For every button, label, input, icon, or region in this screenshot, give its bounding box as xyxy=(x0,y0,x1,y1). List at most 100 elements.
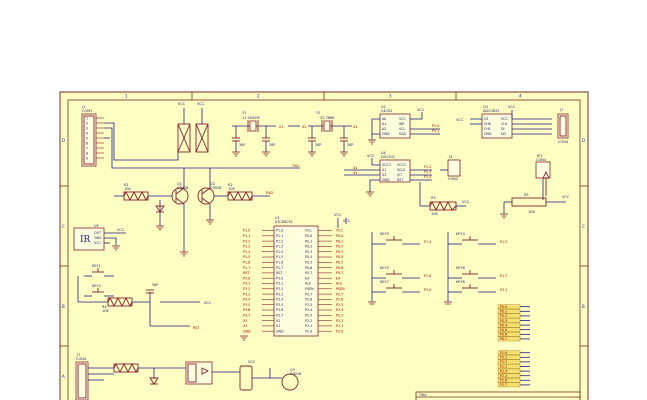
net-x2: X2 xyxy=(302,125,306,129)
r1-ref: R1 xyxy=(124,183,129,187)
mcu-right-pin-label: P0.6 xyxy=(305,266,312,270)
port-label-text: P2.6 xyxy=(500,379,507,383)
zone-side-b: B xyxy=(62,304,65,309)
mcu-name: STC89C51 xyxy=(275,220,293,224)
ir-vcc-label: VCC xyxy=(117,228,125,232)
key-label: KEY5 xyxy=(380,266,389,270)
cap-c3-value: 30P xyxy=(315,143,321,147)
diode-d1 xyxy=(155,205,165,213)
port-label-text: P0.5 xyxy=(500,328,507,332)
port-label-text: P0.7 xyxy=(500,337,507,341)
ir-receiver: IR U5 OUT GND VCC VCC xyxy=(73,224,126,251)
mcu-left-net-label: P1.2 xyxy=(243,239,250,243)
ds1302-net-sclk: P1.2 xyxy=(424,165,431,169)
mcu-left-net-label: P3.6 xyxy=(243,308,250,312)
mcu-left-net-label: P3.3 xyxy=(243,292,250,296)
com1-pin-2: 2 xyxy=(86,122,88,126)
ir-pin-out: OUT xyxy=(94,231,102,235)
ds1302-name: DS1302 xyxy=(381,155,395,159)
transistor-wires xyxy=(114,168,270,252)
title-block: Title xyxy=(415,391,581,400)
adc-ref: U3 xyxy=(483,105,488,109)
key-label: KEY6 xyxy=(456,266,465,270)
mcu-left-net-label: P3.2 xyxy=(243,287,250,291)
ir-ref: U5 xyxy=(94,224,99,228)
q2-ref: Q2 xyxy=(210,182,215,186)
mcu-left-pin-label: P1.1 xyxy=(276,234,283,238)
cap-c1-value: 30P xyxy=(239,143,245,147)
mcu-right-net-label: ALE xyxy=(336,282,342,286)
key-switch-k7: KEY7 xyxy=(372,280,420,293)
protection-vcc-2: VCC xyxy=(197,102,205,106)
ds1302-pin-rst: RST xyxy=(397,178,404,182)
cap-c2-value: 30P xyxy=(269,143,275,147)
ds1302-net-io: P1.3 xyxy=(424,170,431,174)
r5-ref: R5 xyxy=(524,193,529,197)
ds1302-net-x1: X1 xyxy=(353,166,357,170)
com1-ref: J1 xyxy=(81,105,85,109)
j3-connector: J3 CON3 xyxy=(440,155,461,181)
r2-ref: R2 xyxy=(228,183,233,187)
mcu-left-pin-label: P1.0 xyxy=(276,229,283,233)
key-net-label: P1.4 xyxy=(424,240,431,244)
mcu-left-pin-label: P3.1 xyxy=(276,282,283,286)
mcu-right-pin-label: VCC xyxy=(305,229,313,233)
mcu-left-pin-labels: P1.0P1.1P1.2P1.3P1.4P1.5P1.6P1.7RSTP3.0P… xyxy=(262,229,284,333)
port-label-text: P0.6 xyxy=(500,333,507,337)
mcu-right-pin-label: P0.7 xyxy=(305,271,312,275)
mcu-left-pin-label: P3.0 xyxy=(276,276,283,280)
mcu-right-pin-label: P2.1 xyxy=(305,324,312,328)
crystal-y2: Y2 32.768K xyxy=(308,111,352,132)
adc-name: ADC0832 xyxy=(483,109,499,113)
zone-side-b-right: B xyxy=(582,304,585,309)
resistor-r5: R5 10K VCC xyxy=(500,170,570,219)
port-label-text: P2.3 xyxy=(500,365,507,369)
ds1302-ref: U4 xyxy=(381,151,387,155)
mcu-left-net-label: GND xyxy=(243,329,251,333)
adc-pin-vcc: VCC xyxy=(501,117,509,121)
com1-name: COM1 xyxy=(82,109,92,113)
key-label: KEY3 xyxy=(380,232,389,236)
com1-connector: 1 2 3 4 5 6 7 8 9 J1 COM1 xyxy=(81,105,104,167)
zone-side-d-right: D xyxy=(582,138,585,143)
mcu-right-pin-label: EA xyxy=(305,276,310,280)
com1-pin-1: 1 xyxy=(86,117,88,121)
eeprom-ref: U2 xyxy=(381,105,386,109)
crystal-caps-1: 30P 30P xyxy=(232,126,275,157)
mcu-left-pin-label: P1.5 xyxy=(276,255,283,259)
protection-vcc-1: VCC xyxy=(178,102,186,106)
mcu-left-pin-label: P3.3 xyxy=(276,292,283,296)
ic-adc: U3 ADC0832 CS CH0 CH1 GND VCC CLK DI DO … xyxy=(456,105,552,139)
j3-ref: J3 xyxy=(448,155,452,159)
mcu-right-net-label: P0.7 xyxy=(336,271,343,275)
q1-ref: Q1 xyxy=(177,182,182,186)
key-switch-k3: KEY3 xyxy=(372,232,420,245)
ds1302-net-x2: X2 xyxy=(353,171,357,175)
key-net-label: P1.6 xyxy=(424,274,431,278)
com1-pin-5: 5 xyxy=(86,137,88,141)
com1-pin-3: 3 xyxy=(86,127,88,131)
com1-pin-9: 9 xyxy=(86,157,88,161)
crystal-y1-ref: Y1 xyxy=(242,111,246,115)
ds1302-pin-io: I/O xyxy=(397,173,402,177)
mcu-left-net-label: P3.0 xyxy=(243,276,250,280)
mcu-left-net-label: P3.7 xyxy=(243,314,250,318)
eeprom-pin-scl: SCL xyxy=(399,127,405,131)
resistor-r3: R3 10K VCC xyxy=(419,182,470,216)
eeprom-net-sda: P1.1 xyxy=(432,129,439,133)
j7-bottom-ref: J7 xyxy=(76,353,80,357)
mcu-left-net-label: X2 xyxy=(243,319,247,323)
mcu-left-pin-label: P1.2 xyxy=(276,239,283,243)
bottom-vcc-label: VCC xyxy=(248,360,256,364)
port-p0-labels: P0.0P0.1P0.2P0.3P0.4P0.5P0.6P0.7 xyxy=(497,304,530,341)
mcu-left-net-label: RST xyxy=(243,271,250,275)
ds1302-net-rst: P1.4 xyxy=(424,175,431,179)
mcu-right-net-label: P2.0 xyxy=(336,329,343,333)
mcu-right-pin-label: P2.7 xyxy=(305,292,312,296)
ds1302-pin-x2: X2 xyxy=(382,173,386,177)
mcu-power-wires xyxy=(337,218,347,228)
key-switch-k4: KEY4 xyxy=(448,232,496,245)
mcu-left-pin-label: P3.2 xyxy=(276,287,283,291)
